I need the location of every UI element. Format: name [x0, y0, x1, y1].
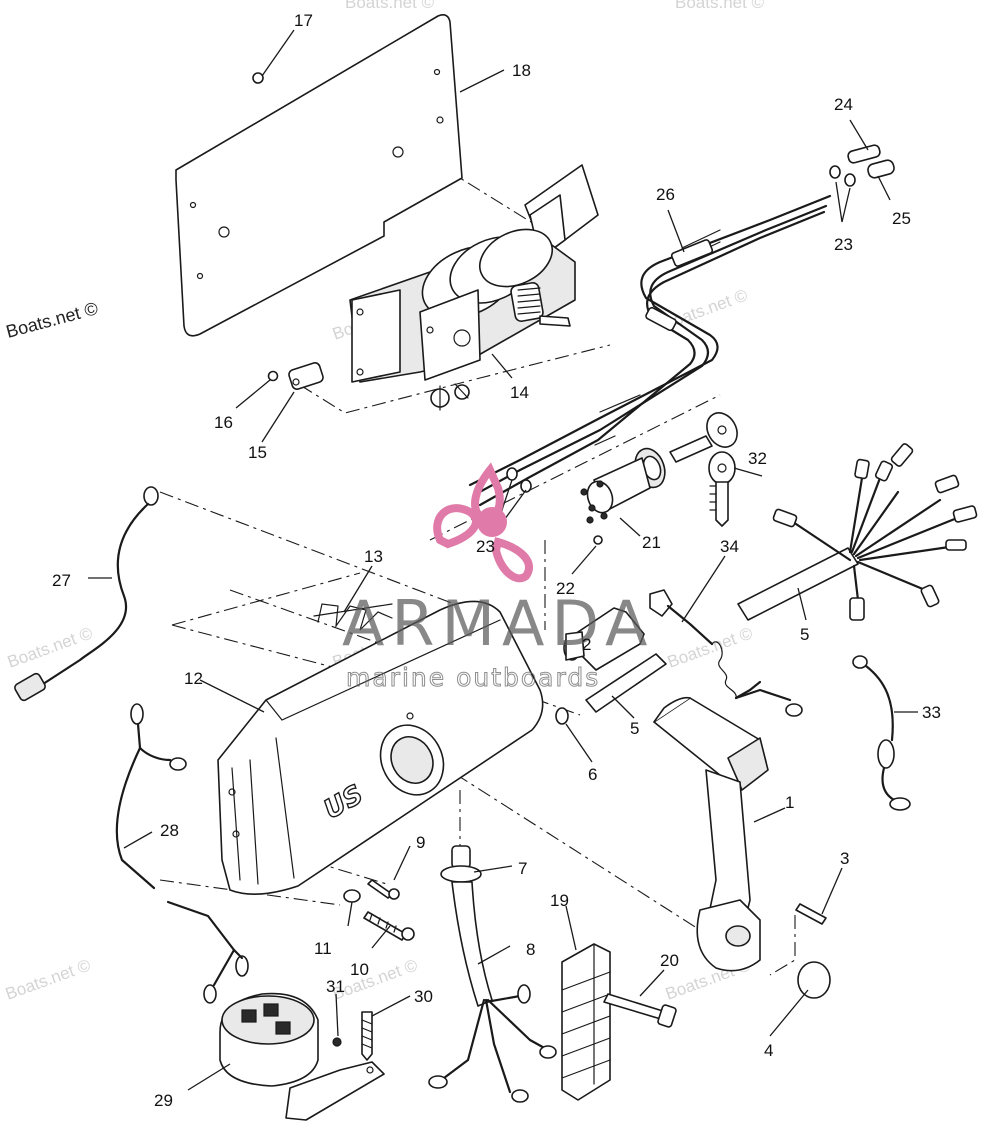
control-mechanism — [349, 164, 599, 411]
safety-lanyard — [649, 589, 803, 717]
callout-number: 24 — [834, 95, 853, 114]
callout-number: 27 — [52, 571, 71, 590]
part-22-pin — [593, 535, 603, 545]
terminal-block — [561, 943, 611, 1101]
ignition-switch — [580, 447, 666, 524]
callout-number: 26 — [656, 185, 675, 204]
callout-number: 9 — [416, 833, 425, 852]
part-17-screw — [252, 72, 264, 84]
screws-9-10-11 — [343, 879, 415, 941]
neutral-switch — [563, 535, 645, 671]
callout-numbers: 1 2 3 4 5 5 6 7 8 9 10 11 12 13 14 15 16… — [52, 11, 941, 1110]
watermark-text: Boats.net © — [345, 0, 435, 12]
control-handle — [653, 696, 831, 999]
wiring-harness — [737, 443, 978, 621]
control-housing: US — [217, 600, 544, 895]
callout-number: 23 — [476, 537, 495, 556]
callout-number: 12 — [184, 669, 203, 688]
bolt-20 — [603, 993, 677, 1028]
propeller-logo — [433, 462, 533, 583]
callout-number: 28 — [160, 821, 179, 840]
callout-number: 10 — [350, 960, 369, 979]
control-cables — [468, 194, 832, 507]
callout-number: 13 — [364, 547, 383, 566]
callout-number: 3 — [840, 849, 849, 868]
callout-number: 5 — [630, 719, 639, 738]
callout-number: 22 — [556, 579, 575, 598]
callout-number: 32 — [748, 449, 767, 468]
brand-name: ARMADA — [342, 587, 654, 660]
callout-number: 17 — [294, 11, 313, 30]
wire-lead-27 — [14, 486, 159, 702]
part-23-nut — [844, 173, 856, 187]
callout-number: 1 — [785, 793, 794, 812]
callout-number: 25 — [892, 209, 911, 228]
callout-number: 11 — [314, 939, 332, 958]
callout-number: 16 — [214, 413, 233, 432]
callout-number: 33 — [922, 703, 941, 722]
watermark-text: Boats.net © — [5, 623, 96, 671]
mounting-plate — [175, 14, 463, 337]
callout-number: 18 — [512, 61, 531, 80]
horn-buzzer — [219, 992, 385, 1121]
callout-number: 20 — [660, 951, 679, 970]
part-24-pin — [847, 144, 881, 164]
brand-subtitle: marine outboards — [346, 663, 600, 692]
wire-lead-33 — [852, 655, 911, 811]
callout-number: 15 — [248, 443, 267, 462]
callout-number: 4 — [764, 1041, 773, 1060]
callout-number: 31 — [326, 977, 345, 996]
callout-number: 5 — [800, 625, 809, 644]
callout-number: 7 — [518, 859, 527, 878]
part-25-pin — [867, 159, 895, 179]
callout-number: 2 — [582, 635, 591, 654]
watermark-text: Boats.net © — [675, 0, 765, 12]
leader-lines — [88, 29, 918, 1091]
small-hardware-top — [252, 72, 324, 390]
brand-overlay: ARMADA marine outboards — [342, 462, 654, 693]
rod-and-washer — [555, 653, 667, 725]
part-15-block — [288, 362, 324, 390]
callout-number: 19 — [550, 891, 569, 910]
wire-lead-28 — [115, 703, 249, 1004]
callout-number: 23 — [834, 235, 853, 254]
harness-boot — [428, 845, 557, 1103]
watermark-main: Boats.net © — [4, 298, 100, 342]
callout-number: 8 — [526, 940, 535, 959]
callout-number: 6 — [588, 765, 597, 784]
callout-number: 29 — [154, 1091, 173, 1110]
callout-number: 14 — [510, 383, 529, 402]
screws-30-31 — [332, 1011, 373, 1061]
spring-clip — [313, 603, 393, 631]
part-16-nut — [267, 370, 279, 382]
callout-number: 30 — [414, 987, 433, 1006]
callout-number: 21 — [642, 533, 661, 552]
watermark-text: Boats.net © — [3, 955, 94, 1003]
part-23-nut — [829, 165, 841, 179]
ignition-keys — [669, 412, 738, 527]
watermark-text: Boats.net © — [665, 623, 756, 671]
callout-number: 34 — [720, 537, 739, 556]
